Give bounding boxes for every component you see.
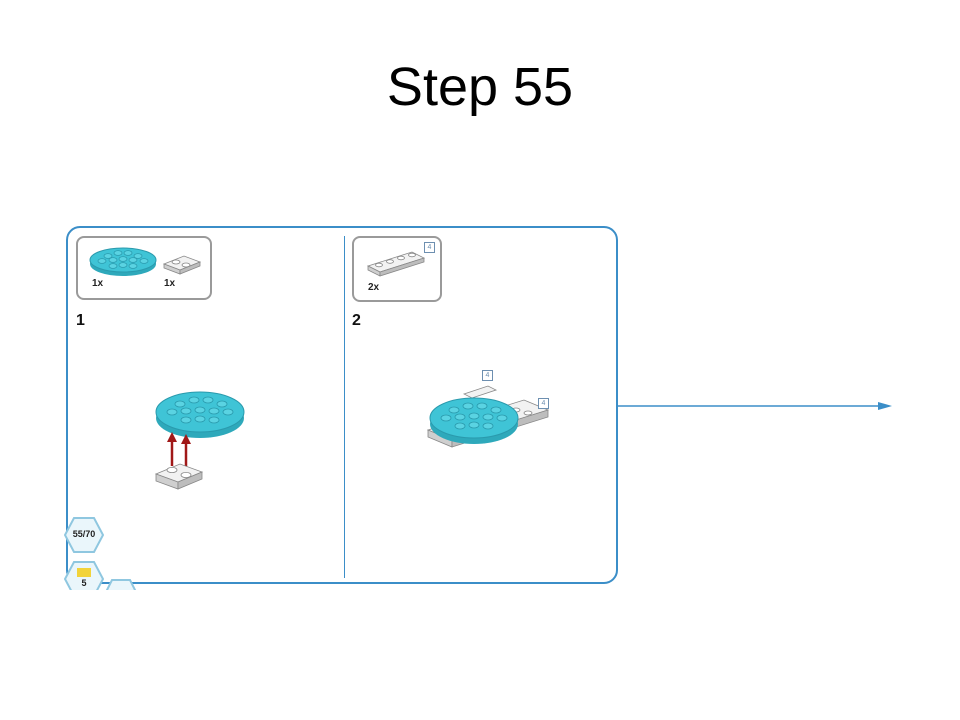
step-1-assembly-illustration	[154, 391, 245, 490]
extra-hex-badge	[104, 579, 138, 590]
hexagon-icon	[64, 561, 104, 590]
parts-list-step-2: 4 2x	[352, 236, 442, 302]
plate-1x4-icon	[366, 251, 426, 277]
step-number-2: 2	[352, 312, 361, 329]
instruction-panel: 1x 1x 1	[66, 226, 618, 584]
slide-title: Step 55	[386, 57, 574, 117]
step-number-1: 1	[76, 312, 85, 329]
part-qty-plate-1x2: 1x	[164, 278, 176, 289]
page-progress-badge: 55/70	[63, 517, 105, 553]
part-length-tag: 4	[424, 242, 435, 253]
part-qty-plate-1x4: 2x	[368, 282, 380, 293]
page-progress-label: 55/70	[72, 529, 96, 539]
hexagon-icon	[105, 579, 137, 590]
bag-number-label: 5	[81, 578, 87, 588]
callout-tag-right: 4	[538, 398, 549, 409]
hexagon-icon	[63, 517, 105, 553]
step-2-assembly-illustration	[426, 385, 550, 448]
callout-tag-upper: 4	[482, 370, 493, 381]
bag-number-badge: 5	[64, 561, 104, 590]
round-plate-icon	[89, 247, 157, 276]
panel-divider	[344, 236, 345, 578]
parts-list-step-1: 1x 1x	[76, 236, 212, 300]
plate-1x2-icon	[162, 255, 202, 275]
part-qty-round-plate: 1x	[92, 278, 104, 289]
